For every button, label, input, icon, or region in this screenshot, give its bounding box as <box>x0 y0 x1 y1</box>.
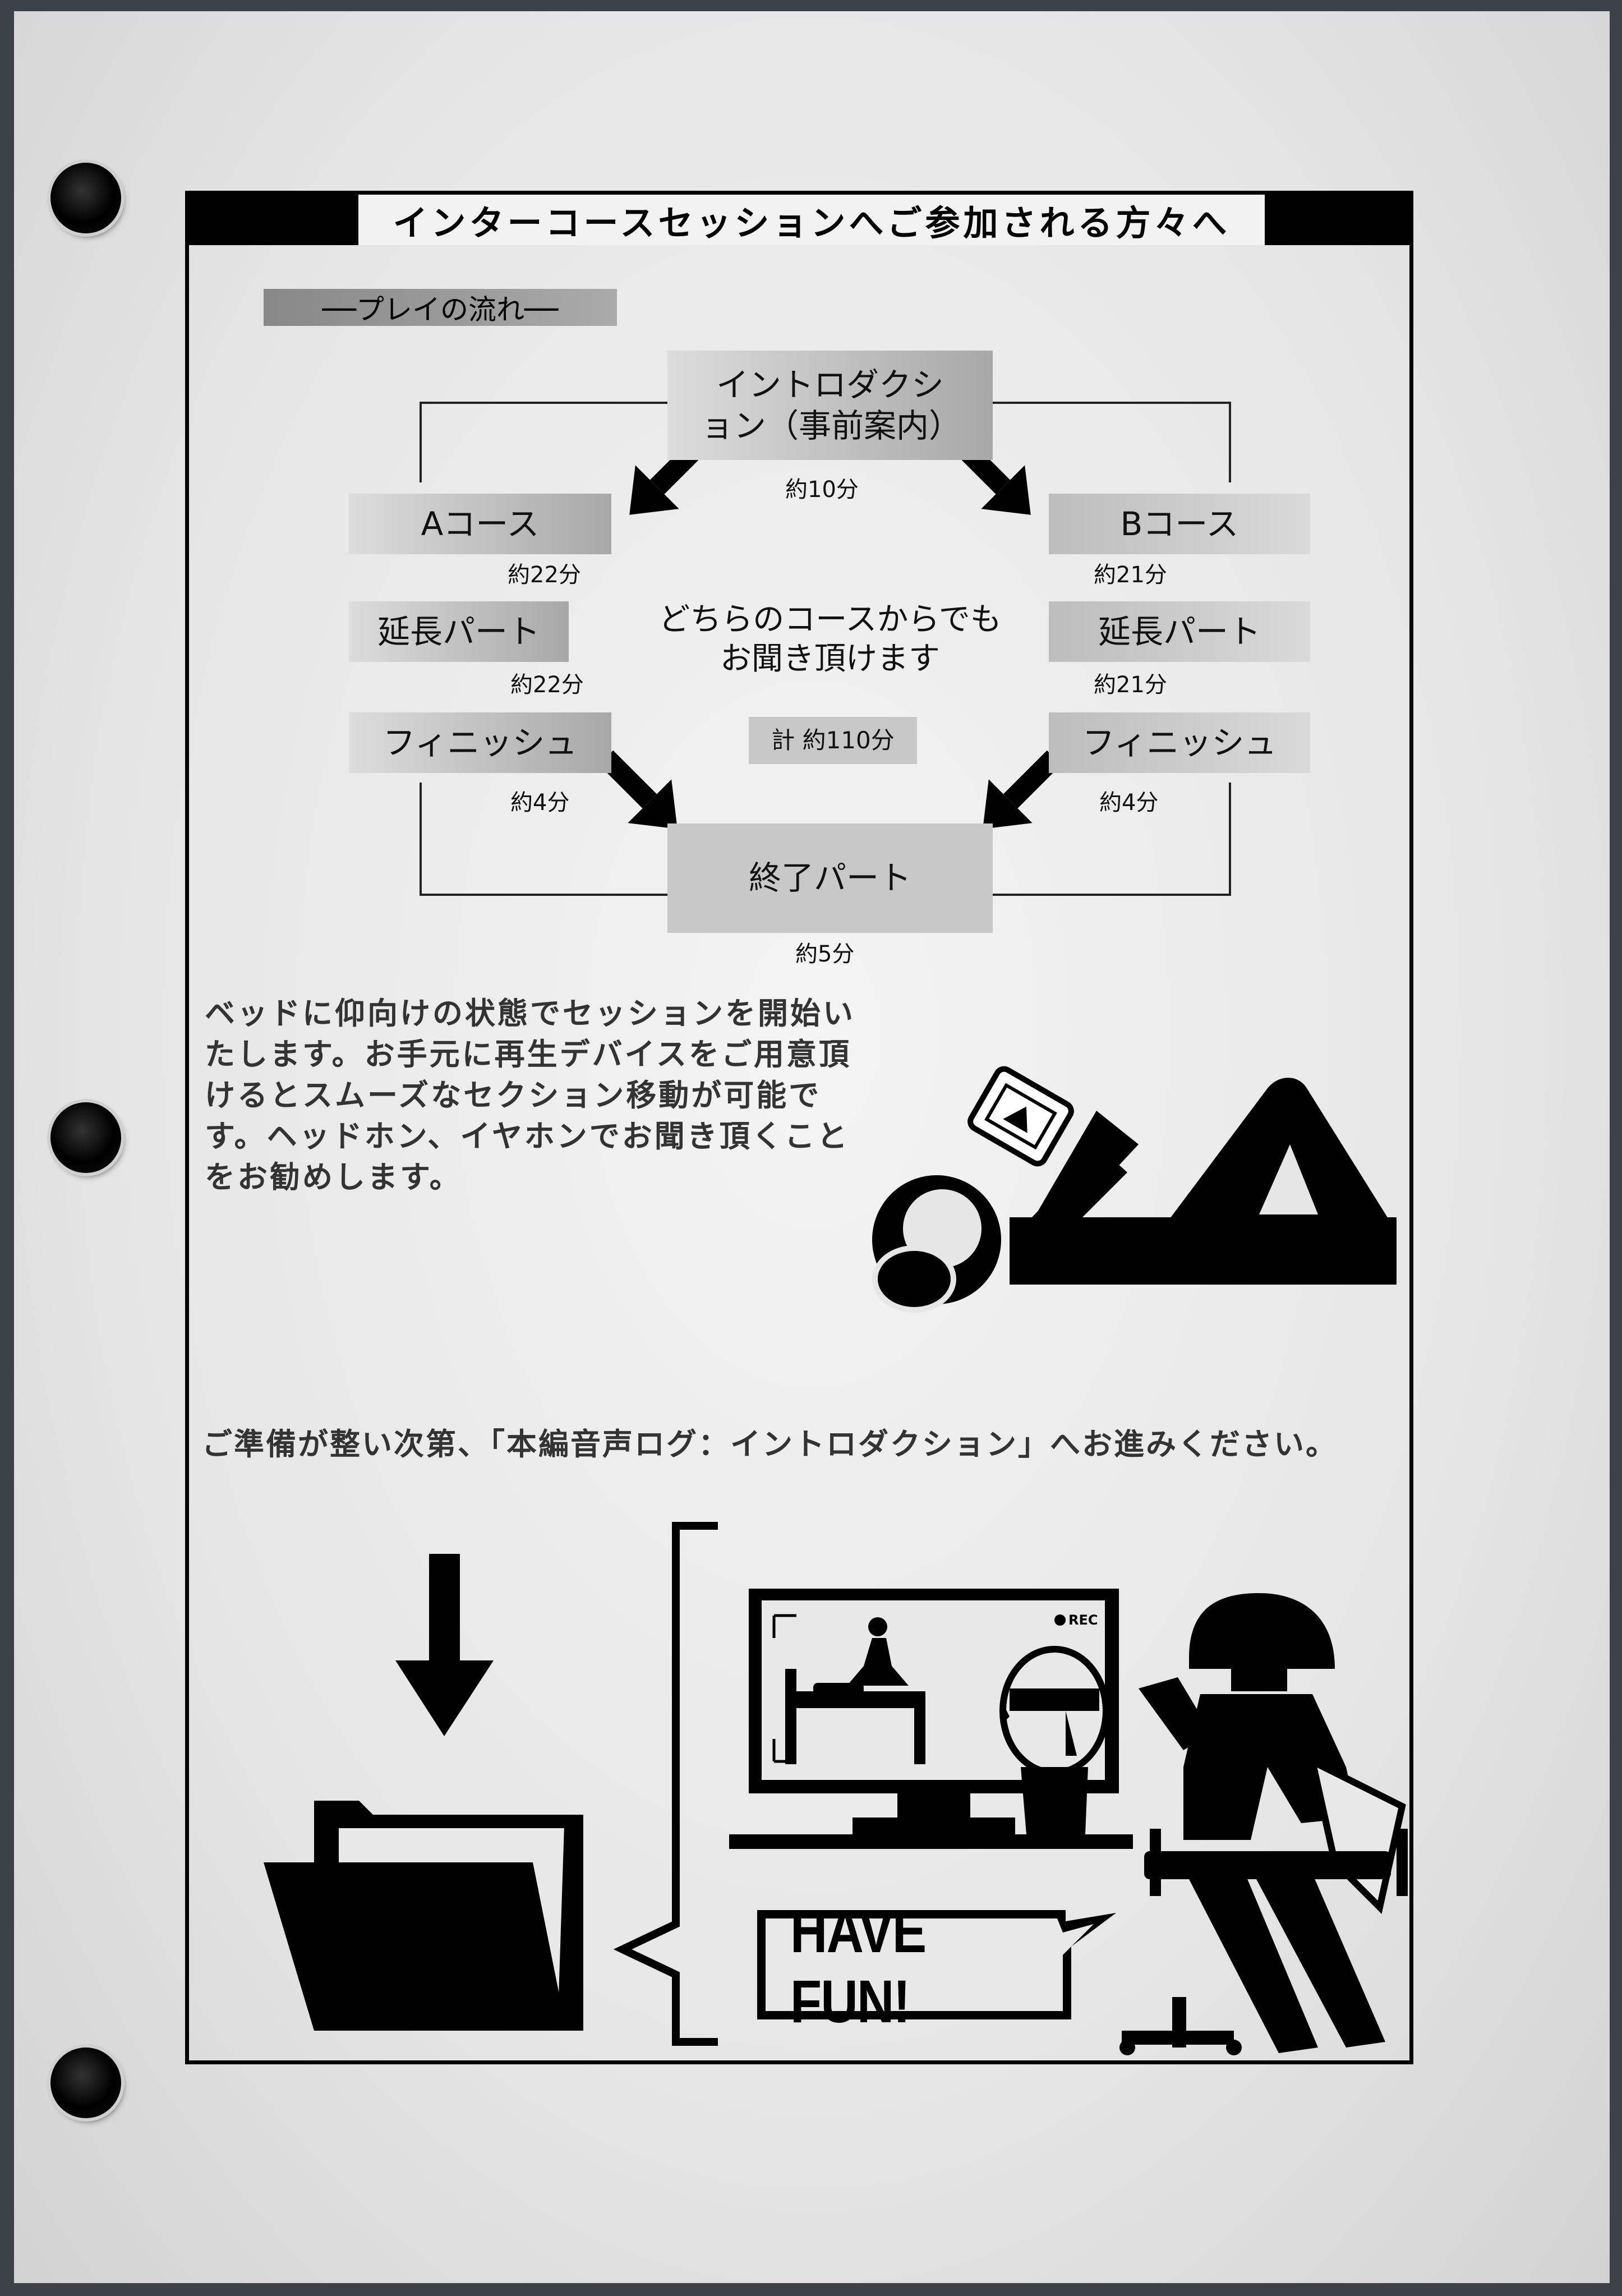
play-icon <box>1003 1106 1027 1133</box>
flow-a-extension-label: 延長パート <box>377 612 540 651</box>
flow-b-time: 約21分 <box>1094 562 1167 588</box>
flow-a-finish-time: 約4分 <box>510 790 570 816</box>
flow-b-finish-label: フィニッシュ <box>1082 723 1277 762</box>
flow-b-extension-time: 約21分 <box>1094 672 1167 698</box>
ready-instruction-text: ご準備が整い次第、「本編音声ログ：イントロダクション」へお進みください。 <box>202 1426 1338 1462</box>
binder-hole-middle <box>50 1102 121 1173</box>
flow-b-course-box: Bコース <box>1049 494 1310 554</box>
flow-intro-label: イントロダクション（事前案内） <box>701 366 962 445</box>
flow-a-course-label: Aコース <box>421 504 540 543</box>
flow-a-course-box: Aコース <box>349 494 611 554</box>
phone-device <box>967 1066 1074 1167</box>
flow-end-time: 約5分 <box>795 941 855 967</box>
headphones-icon <box>872 1175 1001 1313</box>
body-silhouette <box>1010 1078 1397 1285</box>
content-frame: インターコースセッションへご参加される方々へ <box>185 191 1413 2064</box>
flow-intro-box: イントロダクション（事前案内） <box>667 351 993 460</box>
flow-intro-time: 約10分 <box>785 477 859 503</box>
flow-b-course-label: Bコース <box>1120 504 1239 543</box>
binder-hole-top <box>50 163 121 233</box>
flow-a-time: 約22分 <box>508 562 581 588</box>
have-fun-text: HAVE FUN! <box>790 1897 927 2035</box>
page-title: インターコースセッションへご参加される方々へ <box>354 195 1269 245</box>
flow-a-finish-label: フィニッシュ <box>383 723 578 762</box>
flow-total-label: 計 約110分 <box>771 726 895 754</box>
rec-indicator: REC <box>1068 1612 1098 1628</box>
flow-total-badge: 計 約110分 <box>749 717 917 764</box>
flow-center-text: どちらのコースからでもお聞き頂けます <box>658 601 1002 677</box>
flow-a-extension-box: 延長パート <box>349 601 569 662</box>
flow-a-finish-box: フィニッシュ <box>349 712 611 773</box>
flow-end-box: 終了パート <box>667 823 993 933</box>
flow-b-extension-label: 延長パート <box>1098 612 1261 651</box>
title-bar: インターコースセッションへご参加される方々へ <box>189 195 1409 245</box>
flow-a-extension-time: 約22分 <box>510 672 584 698</box>
binder-hole-bottom <box>50 2047 121 2118</box>
flow-b-finish-box: フィニッシュ <box>1049 712 1310 773</box>
flow-center-note: どちらのコースからでもお聞き頂けます <box>639 595 1021 684</box>
flow-end-label: 終了パート <box>748 859 911 898</box>
flow-b-finish-time: 約4分 <box>1099 790 1159 816</box>
instructions-text: ベッドに仰向けの状態でセッションを開始いたします。お手元に再生デバイスをご用意頂… <box>205 995 855 1195</box>
lying-person-illustration <box>872 1066 1397 1313</box>
flow-section-label: ──プレイの流れ── <box>264 289 617 326</box>
flow-b-extension-box: 延長パート <box>1049 601 1310 662</box>
